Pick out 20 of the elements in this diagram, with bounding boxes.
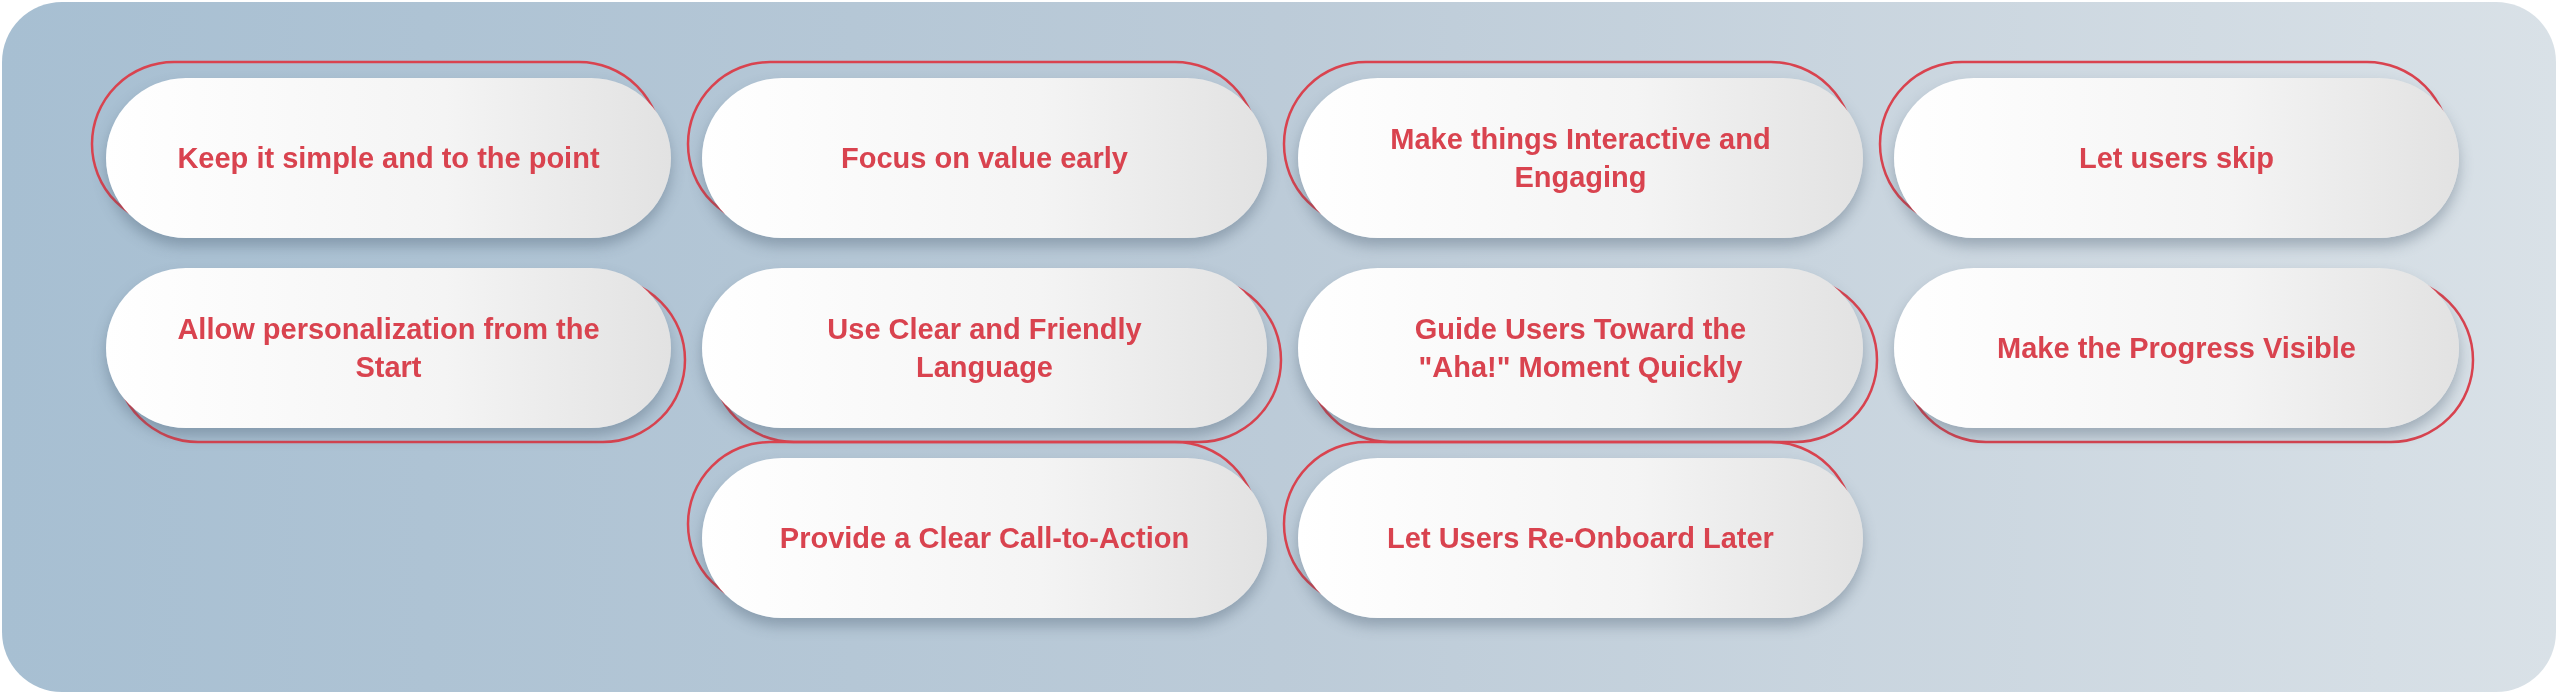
card-text: Guide Users Toward the "Aha!" Moment Quickly [1413,312,1748,385]
card-text: Make things Interactive and Engaging [1389,122,1772,195]
pill-card [1298,458,1863,618]
card-text: Let Users Re-Onboard Later [1387,521,1774,556]
pill-card [106,78,671,238]
pill-card [106,268,671,428]
pill-card [702,78,1267,238]
pill-card [1894,268,2459,428]
card-text: Keep it simple and to the point [177,141,600,176]
pill-card [702,268,1267,428]
pill-card [702,458,1267,618]
card-text: Make the Progress Visible [1997,331,2356,366]
card-text: Allow personalization from the Start [176,312,601,385]
pill-card [1298,268,1863,428]
card-text: Use Clear and Friendly Language [826,312,1143,385]
card-text: Let users skip [2079,141,2274,176]
pill-card [1298,78,1863,238]
pill-card [1894,78,2459,238]
card-text: Provide a Clear Call-to-Action [779,521,1190,556]
card-text: Focus on value early [841,141,1128,176]
